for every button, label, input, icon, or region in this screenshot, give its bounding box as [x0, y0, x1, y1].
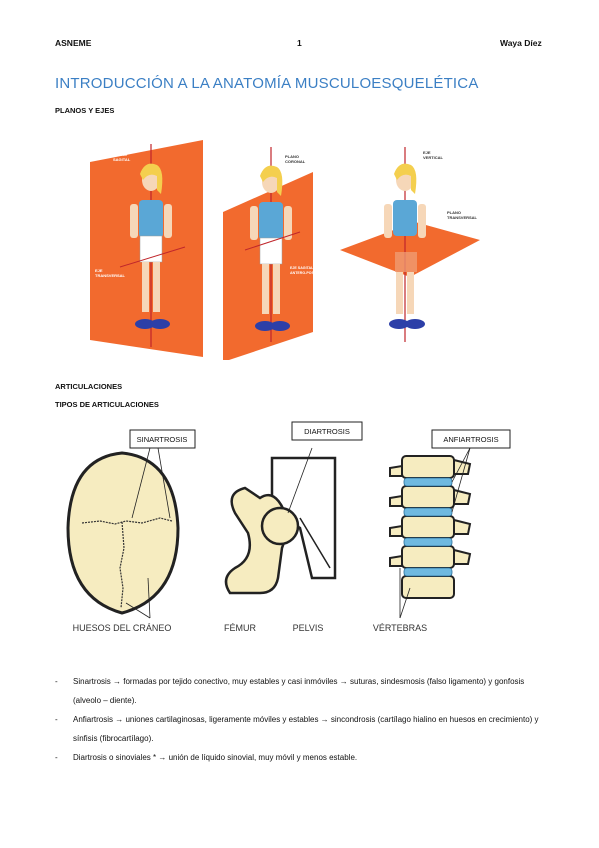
label-pelvis: PELVIS	[293, 623, 324, 633]
label-vertebras: VÉRTEBRAS	[373, 623, 427, 633]
sagittal-plane-figure: PLANO SAGITAL EJE TRANSVERSAL	[90, 140, 203, 357]
svg-text:VERTICAL: VERTICAL	[423, 155, 444, 160]
header-right: Waya Díez	[500, 38, 542, 48]
list-item-text: Diartrosis o sinoviales * → unión de líq…	[73, 753, 358, 762]
list-item: - Anfiartrosis → uniones cartilaginosas,…	[55, 715, 539, 743]
svg-text:SAGITAL: SAGITAL	[113, 157, 131, 162]
list-item: - Sinartrosis → formadas por tejido cone…	[55, 677, 525, 705]
section-heading-articulaciones: ARTICULACIONES	[55, 382, 123, 391]
transverse-plane-figure: EJE VERTICAL PLANO TRANSVERSAL	[340, 147, 480, 342]
svg-text:EJE: EJE	[423, 150, 431, 155]
list-item-text: Sinartrosis → formadas por tejido conect…	[73, 677, 525, 705]
svg-text:TRANSVERSAL: TRANSVERSAL	[447, 215, 478, 220]
label-anfiartrosis: ANFIARTROSIS	[443, 435, 498, 444]
transverse-plane	[340, 222, 480, 277]
joint-types-list: - Sinartrosis → formadas por tejido cone…	[55, 672, 550, 767]
svg-text:EJE: EJE	[95, 268, 103, 273]
list-item: - Diartrosis o sinoviales * → unión de l…	[55, 753, 358, 762]
planes-axes-figure: PLANO SAGITAL EJE TRANSVERSAL PLANO CORO…	[90, 140, 480, 360]
spine-illustration: ANFIARTROSIS VÉRTEBRAS	[373, 429, 511, 633]
list-item-text: Anfiartrosis → uniones cartilaginosas, l…	[73, 715, 539, 743]
label-huesos-craneo: HUESOS DEL CRÁNEO	[73, 623, 172, 633]
page-number: 1	[297, 38, 302, 48]
svg-text:TRANSVERSAL: TRANSVERSAL	[95, 273, 126, 278]
svg-text:CORONAL: CORONAL	[285, 159, 306, 164]
label-sinartrosis: SINARTROSIS	[137, 435, 188, 444]
header-left: ASNEME	[55, 38, 92, 48]
section-heading-planos: PLANOS Y EJES	[55, 106, 115, 115]
svg-text:PLANO: PLANO	[447, 210, 461, 215]
joint-types-figure: SINARTROSIS HUESOS DEL CRÁNEO DIARTROSIS…	[66, 421, 511, 633]
svg-text:PLANO: PLANO	[113, 152, 127, 157]
label-diartrosis: DIARTROSIS	[304, 427, 350, 436]
section-heading-tipos: TIPOS DE ARTICULACIONES	[55, 400, 159, 409]
svg-text:EJE SAGITAL O: EJE SAGITAL O	[290, 266, 317, 270]
skull-illustration: SINARTROSIS HUESOS DEL CRÁNEO	[66, 429, 196, 633]
label-femur: FÉMUR	[224, 623, 256, 633]
svg-text:PLANO: PLANO	[285, 154, 299, 159]
page-title: INTRODUCCIÓN A LA ANATOMÍA MUSCULOESQUEL…	[55, 75, 479, 92]
svg-text:ANTERO-POSTERIOR: ANTERO-POSTERIOR	[290, 271, 328, 275]
coronal-plane-figure: PLANO CORONAL EJE SAGITAL O ANTERO-POSTE…	[223, 147, 328, 360]
hip-illustration: DIARTROSIS FÉMUR PELVIS	[224, 421, 363, 633]
